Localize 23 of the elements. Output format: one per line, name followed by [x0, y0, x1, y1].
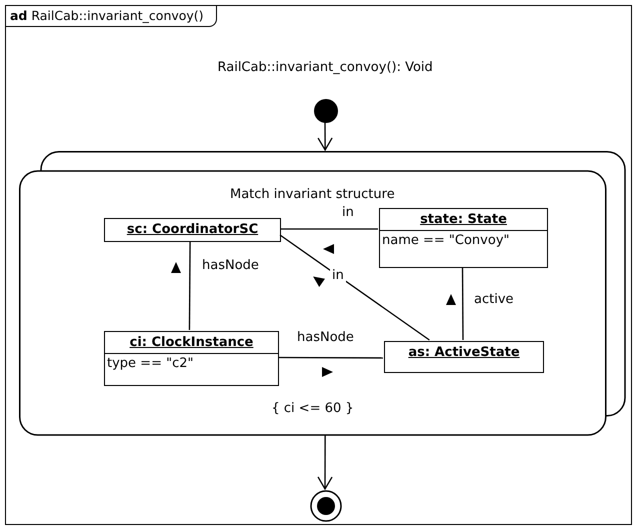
object-box [104, 331, 279, 386]
control-flow-arrow [317, 122, 333, 151]
control-flow-arrow [317, 435, 333, 490]
link-line [280, 228, 378, 230]
attribute-constraint: name == "Convoy" [380, 230, 547, 250]
activity-signature: RailCab::invariant_convoy(): Void [218, 60, 433, 75]
object-name: state: State [419, 211, 508, 229]
object-name: sc: CoordinatorSC [126, 221, 260, 239]
link-line [188, 241, 191, 330]
diagram-frame [5, 5, 632, 525]
link-line [278, 356, 383, 359]
frame-tab-label: ad RailCab::invariant_convoy() [6, 6, 217, 27]
object-box [384, 341, 544, 373]
constraint-label: { ci <= 60 } [272, 401, 354, 416]
edge-label: in [330, 268, 346, 283]
activity-name: Match invariant structure [230, 187, 395, 202]
link-line [462, 267, 464, 340]
object-name: ci: ClockInstance [128, 334, 254, 352]
object-name: as: ActiveState [407, 344, 521, 362]
link-line [280, 234, 430, 341]
object-box [379, 208, 548, 268]
object-box [104, 218, 281, 242]
attribute-constraint: type == "c2" [105, 353, 278, 373]
